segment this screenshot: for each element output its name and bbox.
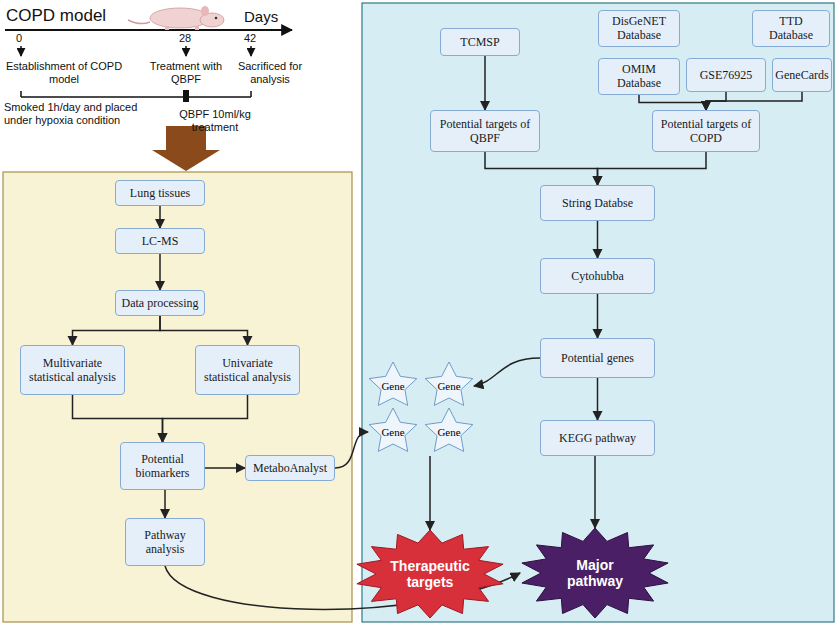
result-burst: Major pathway xyxy=(520,528,670,618)
gene-star: Gene xyxy=(424,408,474,456)
connector-arrow xyxy=(159,254,161,290)
timeline-note: Establishment of COPD model xyxy=(4,60,124,86)
process-box: MetaboAnalyst xyxy=(245,455,335,481)
connector-arrow xyxy=(597,378,599,420)
node-text: Cytohubba xyxy=(571,269,624,283)
connector-arrow xyxy=(639,95,706,110)
connector-arrow xyxy=(484,56,486,110)
node-text: GSE76925 xyxy=(700,68,753,82)
node-text: Gene xyxy=(437,426,460,438)
connector-arrow xyxy=(594,456,596,528)
node-text: OMIM Database xyxy=(604,62,674,91)
node-text: MetaboAnalyst xyxy=(253,461,327,475)
node-text: TCMSP xyxy=(460,35,499,49)
connector-arrow xyxy=(598,152,707,185)
gene-star: Gene xyxy=(368,408,418,456)
node-text: Univariate statistical analysis xyxy=(201,356,294,385)
axis-title: COPD model xyxy=(6,6,136,26)
process-box: OMIM Database xyxy=(598,58,680,95)
node-text: KEGG pathway xyxy=(559,431,636,445)
process-box: KEGG pathway xyxy=(540,420,655,456)
connector-arrow xyxy=(597,221,599,258)
node-text: Potential targets of COPD xyxy=(658,117,754,146)
process-box: Cytohubba xyxy=(540,258,655,294)
node-text: Gene xyxy=(381,380,404,392)
timeline-note: Treatment with QBPF xyxy=(148,60,224,86)
process-box: Pathway analysis xyxy=(125,518,205,566)
node-text: Therapeutic targets xyxy=(390,558,470,590)
shape-fill xyxy=(425,408,473,451)
connector-arrow xyxy=(485,152,598,185)
treatment-bracket xyxy=(21,91,251,97)
process-box: String Databse xyxy=(540,185,655,221)
connector-arrow xyxy=(429,456,431,530)
timeline-note: Smoked 1h/day and placed under hypoxia c… xyxy=(4,101,154,127)
connector-arrow xyxy=(159,206,161,228)
process-box: Potential biomarkers xyxy=(120,442,205,490)
tick-arrows xyxy=(21,46,251,56)
process-box: Data processing xyxy=(115,290,205,316)
connector-arrow xyxy=(706,92,802,110)
node-text: Potential targets of QBPF xyxy=(436,117,534,146)
shape-fill xyxy=(425,362,473,405)
rat-illustration xyxy=(128,6,224,30)
node-text: Potential biomarkers xyxy=(126,452,199,481)
node-text: DisGeNET Database xyxy=(604,14,674,43)
timeline-axis xyxy=(5,29,292,31)
process-box: GSE76925 xyxy=(686,58,766,92)
connector-arrow xyxy=(160,316,248,345)
day-number: 42 xyxy=(244,32,268,45)
treatment-marker xyxy=(183,90,189,102)
connector-arrow xyxy=(205,467,245,469)
right-panel xyxy=(362,3,834,622)
node-text: Lung tissues xyxy=(130,186,190,200)
timeline-note: Sacrificed for analysis xyxy=(230,60,310,86)
connector-arrow xyxy=(597,294,599,338)
day-number: 0 xyxy=(16,32,36,45)
timeline-note: QBPF 10ml/kg treatment xyxy=(160,108,270,134)
shape-fill xyxy=(369,362,417,405)
process-box: DisGeNET Database xyxy=(598,10,680,47)
day-number: 28 xyxy=(179,32,203,45)
gene-star: Gene xyxy=(368,362,418,410)
process-box: Potential targets of QBPF xyxy=(430,110,540,152)
axis-title: Days xyxy=(244,8,294,26)
node-text: Gene xyxy=(381,426,404,438)
connector-arrow xyxy=(335,432,368,468)
node-text: Pathway analysis xyxy=(131,528,199,557)
connector-arrow xyxy=(474,358,540,386)
connector-arrow xyxy=(163,395,248,442)
process-box: Lung tissues xyxy=(115,180,205,206)
node-text: GeneCards xyxy=(775,68,828,82)
process-box: Potential targets of COPD xyxy=(652,110,760,152)
shape-fill xyxy=(522,528,668,618)
node-text: TTD Database xyxy=(758,14,824,43)
node-text: Multivariate statistical analysis xyxy=(26,356,119,385)
node-text: LC-MS xyxy=(142,234,179,248)
process-box: GeneCards xyxy=(772,58,832,92)
node-text: String Databse xyxy=(562,196,633,210)
process-box: TTD Database xyxy=(752,10,830,47)
connector-arrow xyxy=(164,490,166,518)
result-burst: Therapeutic targets xyxy=(355,530,505,618)
shape-fill xyxy=(369,408,417,451)
gene-star: Gene xyxy=(424,362,474,410)
node-text: Gene xyxy=(437,380,460,392)
connector-arrow xyxy=(73,395,163,442)
node-text: Major pathway xyxy=(555,557,635,589)
left-panel xyxy=(3,172,352,622)
node-text: Data processing xyxy=(122,296,199,310)
process-box: LC-MS xyxy=(115,228,205,254)
process-box: TCMSP xyxy=(440,28,520,56)
process-box: Potential genes xyxy=(540,338,655,378)
connector-arrow xyxy=(73,316,161,345)
process-box: Univariate statistical analysis xyxy=(195,345,300,395)
node-text: Potential genes xyxy=(561,351,634,365)
process-box: Multivariate statistical analysis xyxy=(20,345,125,395)
shape-fill xyxy=(357,530,503,618)
